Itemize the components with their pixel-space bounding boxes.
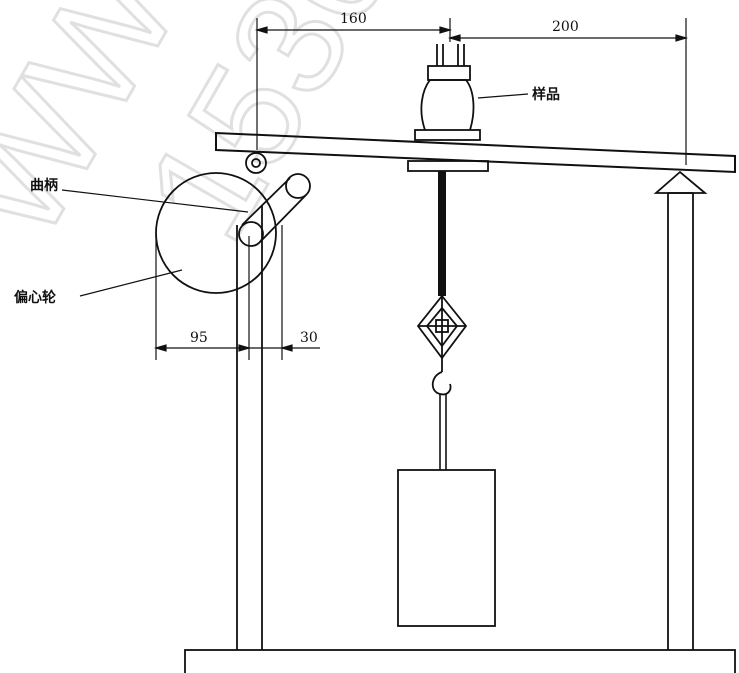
dimension-lines <box>153 18 689 360</box>
eccentric-wheel <box>155 172 277 294</box>
label-eccentric-wheel: 偏心轮 <box>14 289 56 306</box>
follower-wheel <box>245 152 267 174</box>
left-post <box>236 205 263 650</box>
hanger-hook <box>416 294 468 396</box>
dimension-160: 160 <box>340 11 367 27</box>
weight-wire <box>439 394 447 470</box>
right-post <box>667 192 694 650</box>
cord <box>438 171 446 296</box>
dimension-95: 95 <box>190 330 208 346</box>
dimension-30: 30 <box>300 330 318 346</box>
base-plate <box>184 649 736 673</box>
sample-plug <box>414 44 481 141</box>
leader-lines <box>61 93 529 297</box>
clamp-block <box>407 160 489 172</box>
weight-block <box>397 469 496 627</box>
label-sample: 样品 <box>532 86 560 103</box>
lever-beam <box>215 131 736 174</box>
fulcrum <box>653 170 708 194</box>
label-crank: 曲柄 <box>30 177 58 194</box>
watermark: WWW. 1530 <box>0 0 426 268</box>
dimension-200: 200 <box>552 19 579 35</box>
crank-arm <box>238 173 311 247</box>
